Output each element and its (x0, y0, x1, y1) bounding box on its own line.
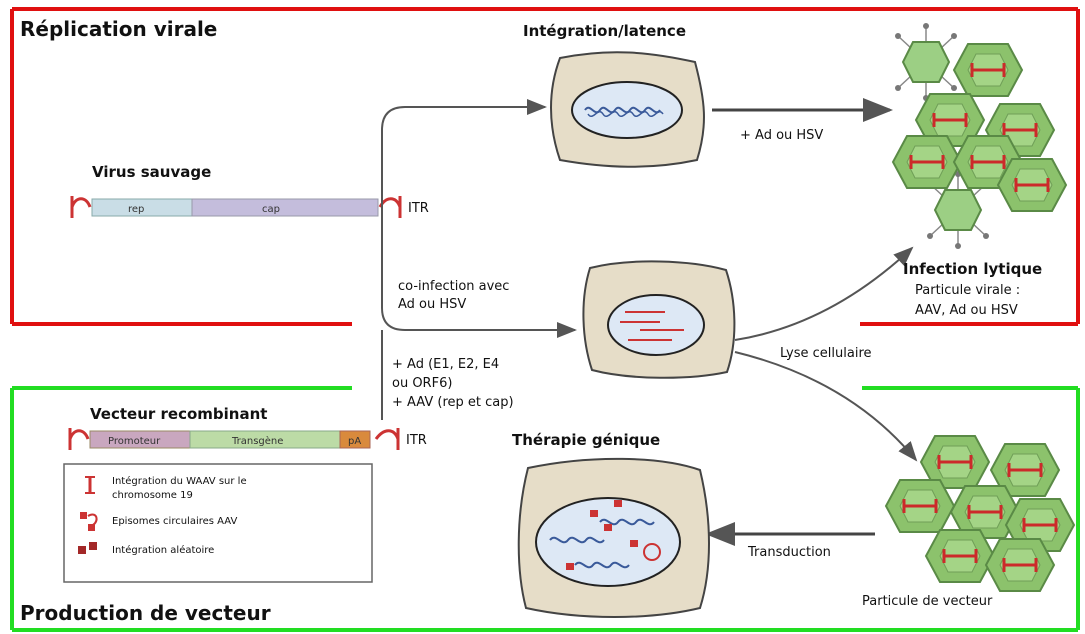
gene-pa (339, 430, 371, 449)
legend-random-icon (78, 542, 97, 554)
legend-episome-icon (80, 512, 98, 531)
wild-virus-genome: Virus sauvage rep cap ITR (70, 163, 429, 218)
lysis-arrow (734, 351, 918, 462)
itr-label: ITR (408, 201, 429, 216)
lytic-arrow (734, 246, 914, 341)
gene-pa-label: pA (348, 436, 361, 447)
vector-particle-label: Particule de vecteur (862, 594, 993, 609)
lytic-label-2: AAV, Ad ou HSV (915, 303, 1018, 318)
itr-left (70, 196, 92, 218)
itr-right (374, 428, 400, 450)
gene-therapy-cell (517, 457, 710, 618)
production-title: Production de vecteur (20, 601, 271, 625)
gene-therapy-title: Thérapie génique (512, 431, 660, 449)
coinfection-label-2: Ad ou HSV (398, 297, 466, 312)
integration-title: Intégration/latence (523, 22, 686, 40)
lysis-label: Lyse cellulaire (780, 346, 872, 361)
gene-rep-label: rep (128, 204, 144, 215)
recombinant-vector-genome: Vecteur recombinant Promoteur Transgène … (68, 405, 427, 450)
production-frame (10, 386, 1080, 632)
production-cell (582, 260, 736, 379)
legend-item3: Intégration aléatoire (112, 544, 214, 556)
coinfection-label-1: co-infection avec (398, 279, 509, 294)
lytic-title: Infection lytique (903, 260, 1042, 278)
legend-item1-line1: Intégration du WAAV sur le (112, 475, 247, 487)
itr-label: ITR (406, 433, 427, 448)
lytic-label-1: Particule virale : (915, 283, 1020, 298)
production-label-2: ou ORF6) (392, 376, 452, 391)
gene-cap-label: cap (262, 204, 280, 215)
legend-item2: Episomes circulaires AAV (112, 516, 237, 527)
integration-cell: Intégration/latence (523, 22, 705, 168)
itr-left (68, 428, 90, 450)
replication-title: Réplication virale (20, 17, 217, 41)
production-label-1: + Ad (E1, E2, E4 (392, 357, 499, 372)
replication-frame (10, 7, 1080, 326)
legend-item1-line2: chromosome 19 (112, 490, 193, 501)
gene-cap (191, 198, 379, 217)
transduction-label: Transduction (747, 545, 831, 560)
wild-virus-title: Virus sauvage (92, 163, 211, 181)
legend-integration-icon (85, 476, 95, 494)
production-label-3: + AAV (rep et cap) (392, 395, 514, 410)
legend: Intégration du WAAV sur le chromosome 19… (63, 463, 373, 583)
integration-arrow-label: + Ad ou HSV (740, 128, 823, 143)
recombinant-title: Vecteur recombinant (90, 405, 267, 423)
branch-arrows (381, 99, 577, 420)
gene-promoter-label: Promoteur (108, 436, 161, 447)
gene-transgene-label: Transgène (231, 435, 283, 447)
lytic-particle-cluster (893, 22, 1066, 250)
